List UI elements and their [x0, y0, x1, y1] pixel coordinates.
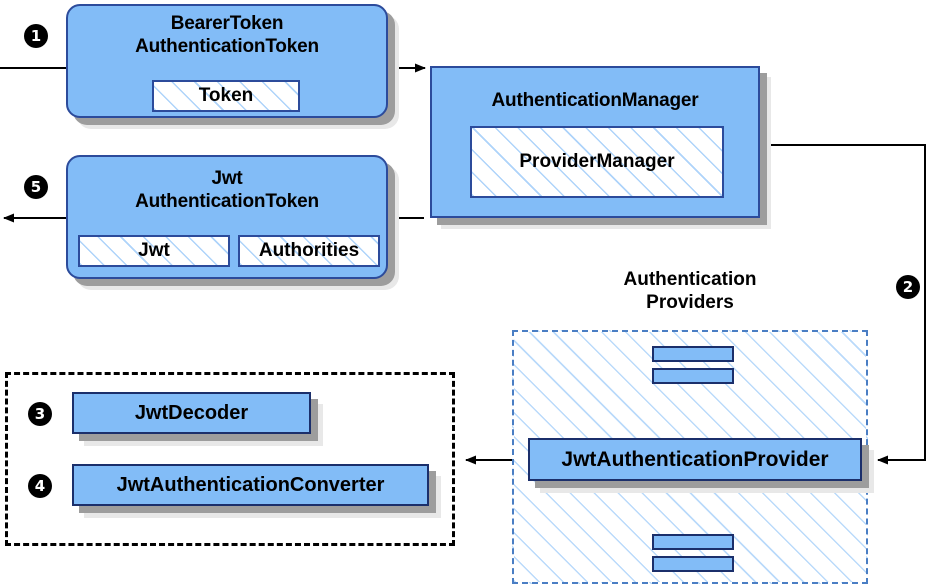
bearer-token-authentication-token-node[interactable]: BearerToken AuthenticationToken Token [66, 4, 388, 118]
step-badge-5: 5 [24, 175, 48, 199]
provider-manager-inner-box: ProviderManager [470, 126, 724, 198]
jwt-authentication-converter-node[interactable]: JwtAuthenticationConverter [72, 464, 429, 506]
jwt-token-title-line2: AuthenticationToken [135, 191, 319, 212]
bearer-token-title-line1: BearerToken [170, 13, 284, 34]
authentication-manager-node[interactable]: AuthenticationManager ProviderManager [430, 66, 760, 218]
jwt-authentication-provider-node[interactable]: JwtAuthenticationProvider [528, 438, 862, 481]
step-badge-3: 3 [28, 402, 52, 426]
jwt-token-title-line1: Jwt [211, 168, 243, 189]
provider-placeholder-top-upper [652, 346, 734, 362]
authentication-manager-title: AuthenticationManager [491, 90, 699, 111]
step-badge-1: 1 [24, 24, 48, 48]
jwt-authentication-token-node[interactable]: Jwt AuthenticationToken Jwt Authorities [66, 155, 388, 279]
jwt-token-field-jwt: Jwt [78, 235, 230, 267]
provider-placeholder-top-lower [652, 368, 734, 384]
bearer-token-title-line2: AuthenticationToken [135, 36, 319, 57]
provider-placeholder-bottom-lower [652, 556, 734, 572]
step-badge-2: 2 [896, 275, 920, 299]
jwt-decoder-node[interactable]: JwtDecoder [72, 392, 311, 434]
authentication-providers-caption-line1: Authentication [623, 269, 757, 290]
bearer-token-field-token: Token [152, 80, 300, 112]
step-badge-4: 4 [28, 474, 52, 498]
authentication-providers-caption-line2: Providers [646, 292, 734, 313]
jwt-support-components-container [5, 372, 455, 546]
jwt-token-field-authorities: Authorities [238, 235, 380, 267]
provider-placeholder-bottom-upper [652, 534, 734, 550]
